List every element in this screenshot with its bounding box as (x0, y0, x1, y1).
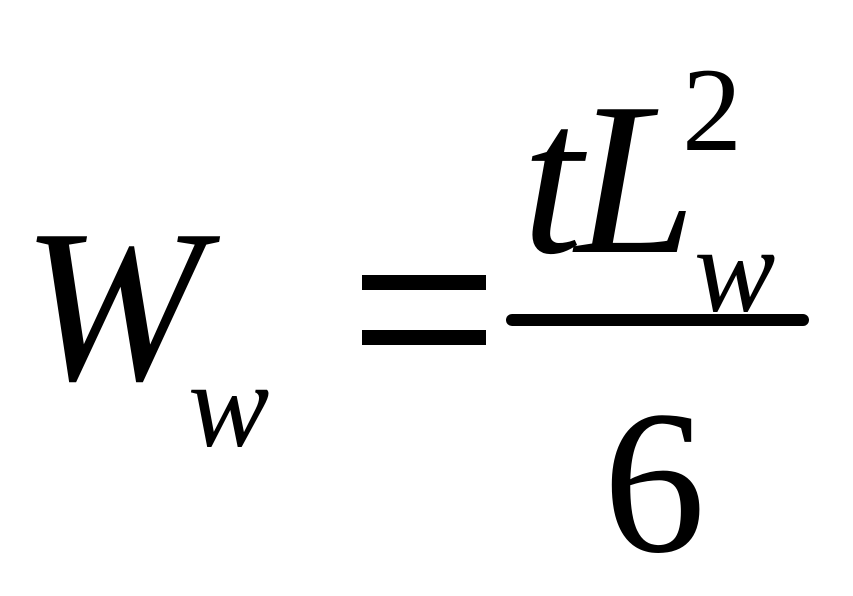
fraction-bar (506, 314, 809, 326)
numerator-subscript: w (694, 203, 776, 338)
equals-sign-bottom-bar (362, 330, 486, 345)
denominator: 6 (603, 369, 706, 596)
equals-sign-top-bar (362, 275, 486, 290)
lhs-subscript: w (188, 338, 270, 473)
lhs-variable: W (22, 186, 204, 427)
numerator-exponent: 2 (682, 43, 742, 176)
numerator-factor-l: L (575, 59, 697, 300)
numerator-factor-t: t (522, 59, 583, 300)
